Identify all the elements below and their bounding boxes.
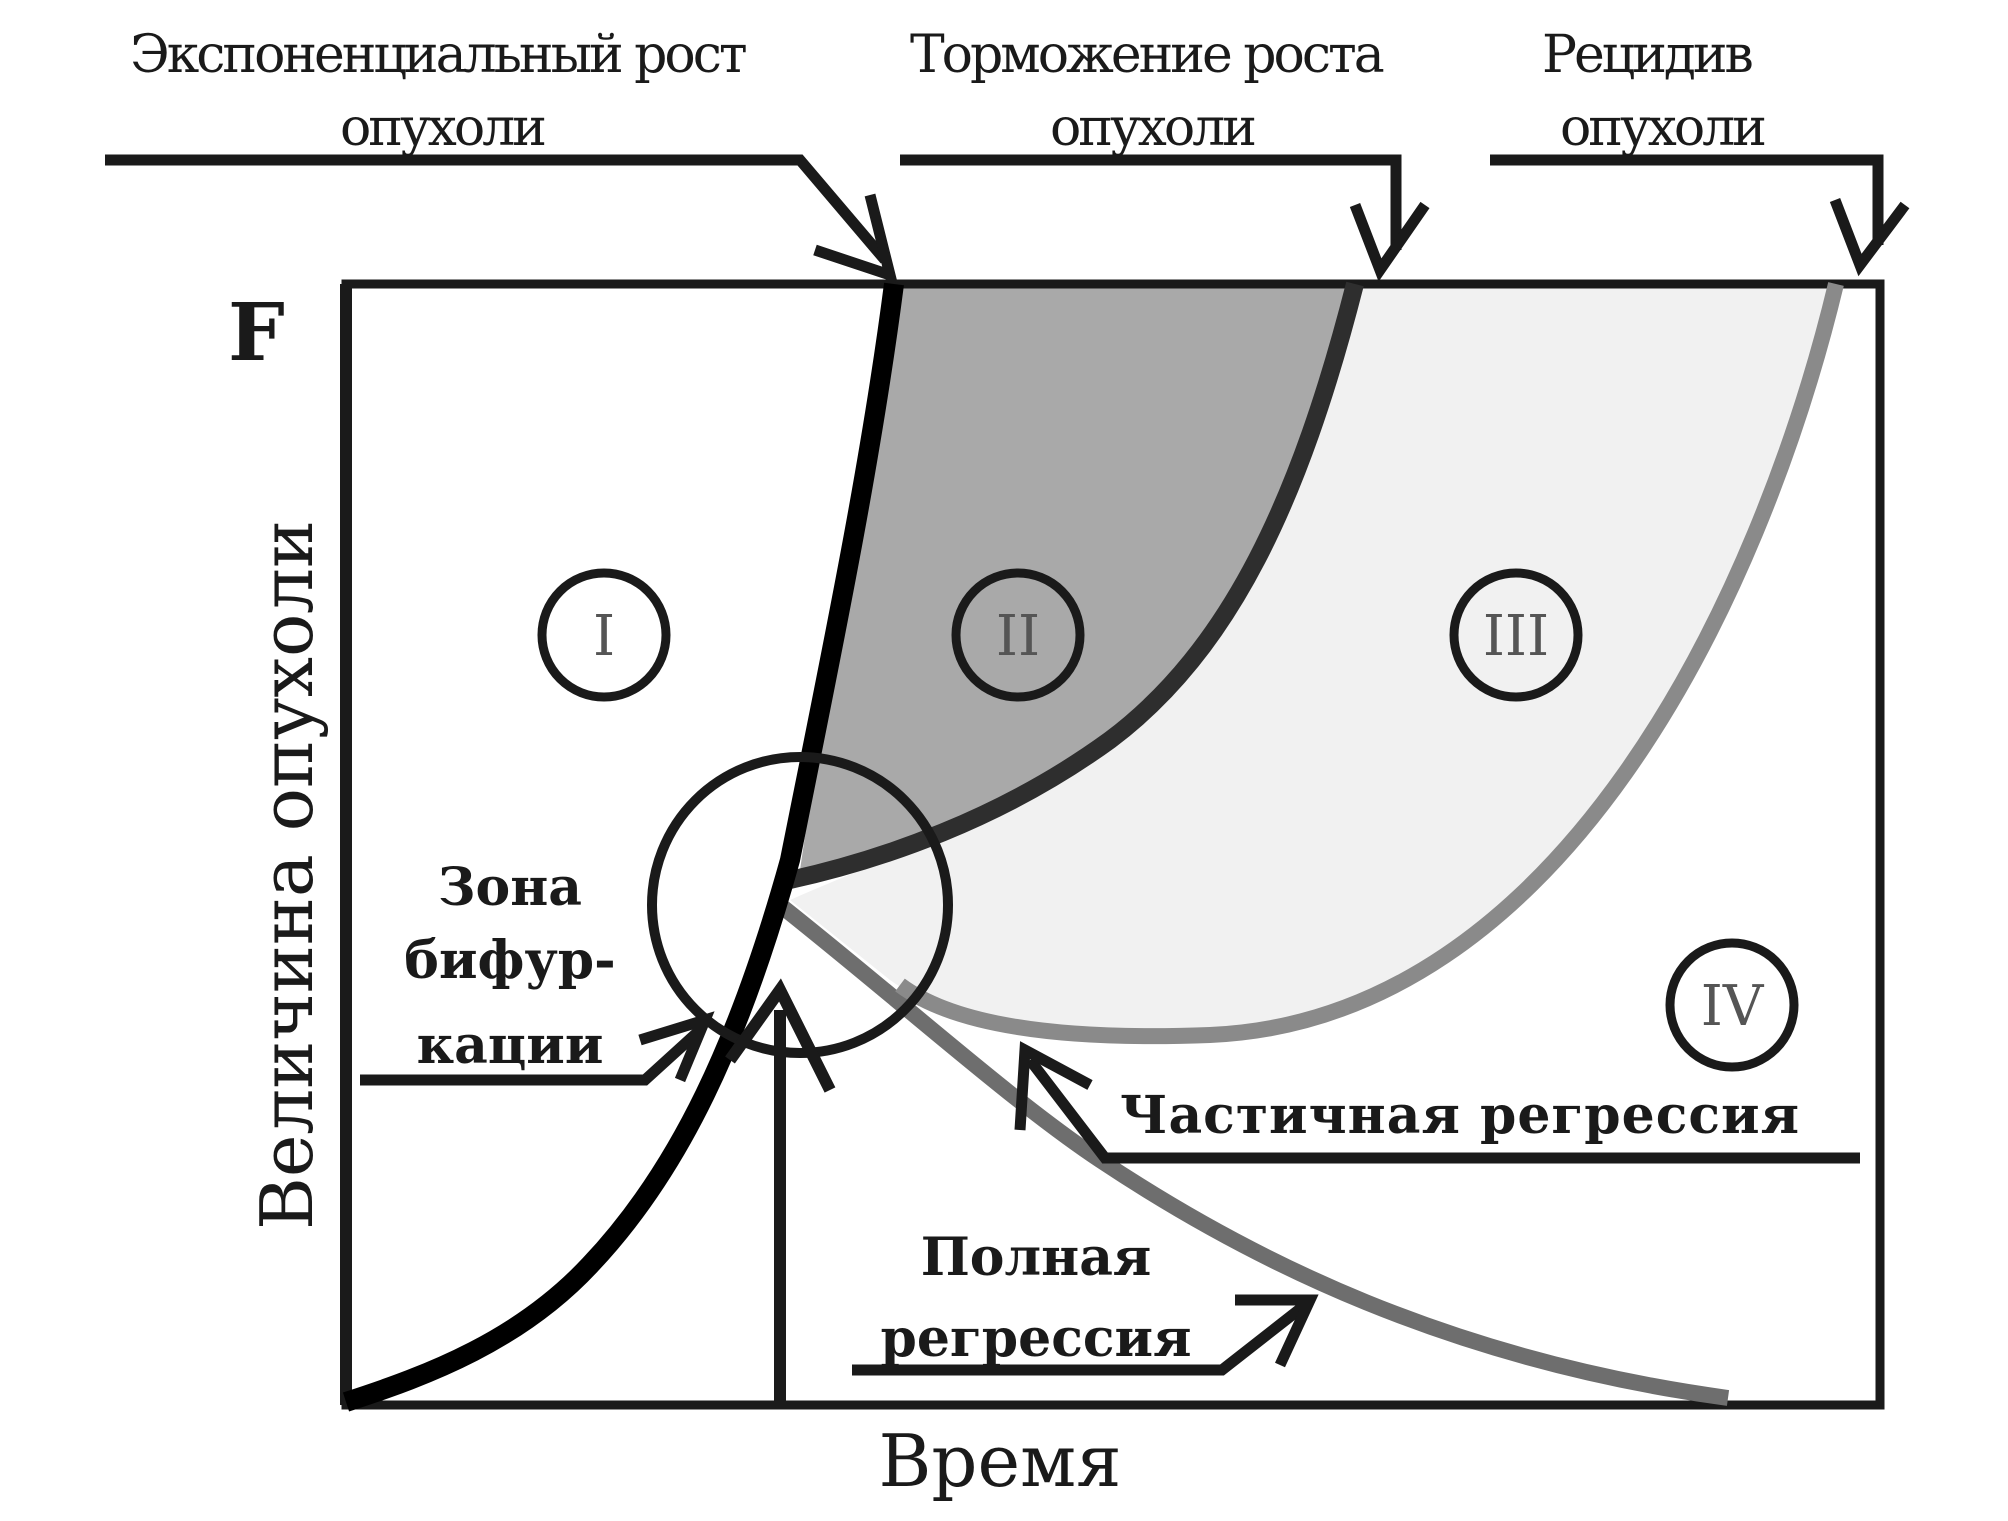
inhibition-pointer — [900, 154, 1402, 250]
x-axis-label: Время — [878, 1419, 1121, 1503]
relapse-curve — [895, 282, 1844, 1045]
inhibition-title-line2: опухоли — [1050, 98, 1254, 158]
full-regression-label-line2: регрессия — [880, 1308, 1191, 1369]
partial-regression-label: Частичная регрессия — [1120, 1085, 1800, 1146]
relapse-pointer-head — [1829, 198, 1910, 277]
region-iv-marker: IV — [1665, 938, 1799, 1072]
bifurcation-zone-circle — [647, 752, 953, 1058]
exponential-growth-curve — [342, 282, 904, 1412]
zone-label-line2: бифур- — [404, 930, 615, 991]
region-ii-area — [790, 284, 1355, 880]
region-i-label: I — [593, 604, 615, 669]
region-iii-label: III — [1483, 604, 1549, 669]
relapse-title-line1: Рецидив — [1542, 25, 1753, 85]
zone-pointer — [360, 1025, 704, 1086]
zone-pointer-head — [638, 1011, 715, 1083]
relapse-pointer — [1490, 154, 1884, 245]
inhibition-curve — [788, 281, 1364, 889]
exp-growth-pointer — [105, 154, 890, 264]
zone-label-line3: кации — [417, 1015, 604, 1076]
region-i-marker: I — [537, 568, 671, 702]
inhibition-title-line1: Торможение роста — [910, 25, 1384, 85]
inhibition-pointer-head — [1349, 201, 1430, 282]
partial-regression-pointer — [1025, 1056, 1860, 1164]
exp-growth-pointer-head — [813, 193, 898, 284]
y-axis-label: Величина опухоли — [245, 520, 329, 1230]
full-regression-pointer — [852, 1300, 1309, 1376]
partial-regression-pointer-head — [1014, 1041, 1093, 1131]
exp-growth-title-line2: опухоли — [340, 98, 544, 158]
f-marker: F — [228, 285, 285, 379]
region-iii-area — [790, 284, 1836, 1037]
exp-growth-title-line1: Экспоненциальный рост — [130, 25, 746, 85]
zone-label-line1: Зона — [438, 857, 582, 918]
full-regression-label-line1: Полная — [921, 1227, 1152, 1288]
region-ii-label: II — [996, 604, 1040, 669]
region-iii-marker: III — [1449, 568, 1583, 702]
region-iv-label: IV — [1701, 974, 1765, 1039]
full-regression-pointer-head — [1235, 1294, 1319, 1368]
bifurcation-marker-arrowhead — [725, 978, 836, 1093]
relapse-title-line2: опухоли — [1560, 98, 1764, 158]
region-ii-marker: II — [951, 568, 1085, 702]
